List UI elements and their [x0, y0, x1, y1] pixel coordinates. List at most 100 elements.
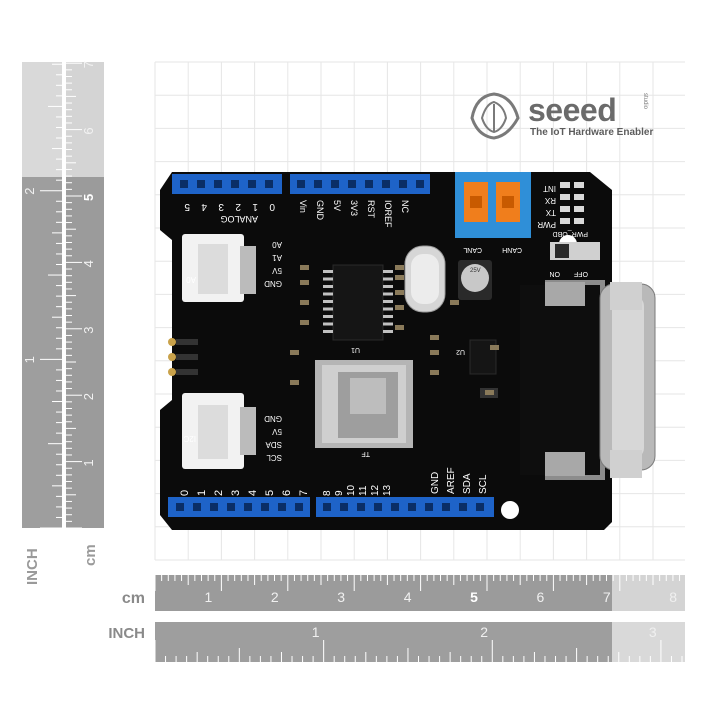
power-pin-label: IOREF [383, 200, 393, 228]
bottom-cm-tick-label: 1 [205, 589, 213, 605]
smd-components [290, 265, 499, 395]
chip-label-u2: U2 [456, 348, 465, 355]
digital-pin-label: 3 [230, 490, 242, 496]
power-pin-label: GND [315, 200, 325, 221]
bottom-cm-tick-label: 5 [470, 589, 478, 605]
bottom-cm-tick-label: 8 [669, 589, 677, 605]
side-pin-header [168, 338, 198, 376]
led-label: INT [543, 184, 556, 193]
grove-i2c-pin-label: 5V [272, 427, 282, 436]
brand-tagline: The IoT Hardware Enabler [530, 127, 654, 138]
digital-pin-label: AREF [446, 467, 457, 494]
led-label: RX [544, 196, 556, 205]
left-cm-tick-label: 6 [81, 127, 96, 134]
mount-hole [501, 501, 519, 519]
digital-pin-label: GND [430, 472, 441, 494]
switch-title: PWR_OBD [553, 230, 588, 237]
seeed-logo-icon [470, 92, 520, 140]
digital-header-high [316, 497, 494, 517]
bottom-inch-tick-label: 2 [480, 624, 488, 640]
analog-pin-label: 4 [201, 201, 207, 212]
left-inch-ruler [22, 62, 62, 529]
digital-pin-label: 2 [213, 490, 225, 496]
pwr-obd-switch [550, 242, 600, 260]
grove-a0-pin-label: GND [264, 279, 282, 288]
bottom-cm-tick-label: 7 [603, 589, 611, 605]
analog-pin-label: 3 [218, 201, 224, 212]
bottom-cm-unit-label: cm [122, 590, 145, 607]
can-controller-chip [323, 264, 393, 341]
grove-i2c-title: I2C [183, 434, 196, 443]
power-pin-label: RST [366, 200, 376, 219]
bottom-inch-ruler [154, 622, 685, 662]
tf-card-slot [315, 360, 413, 448]
brand-studio: studio [642, 93, 648, 110]
digital-pin-label: 5 [264, 490, 276, 496]
bottom-cm-tick-label: 3 [337, 589, 345, 605]
switch-state-label: OFF [574, 270, 588, 277]
bottom-cm-tick-label: 6 [537, 589, 545, 605]
power-pin-label: 5V [332, 200, 342, 211]
digital-pin-label: SDA [462, 473, 473, 494]
analog-pin-label: 1 [252, 201, 258, 212]
digital-pin-label: SCL [478, 474, 489, 494]
analog-pin-label: 0 [269, 201, 275, 212]
left-cm-tick-label: 1 [81, 459, 96, 466]
grove-a0-pin-label: A0 [272, 240, 282, 249]
left-cm-tick-label: 5 [81, 194, 96, 201]
power-pin-label: NC [400, 200, 410, 213]
left-inch-unit-label: INCH [24, 548, 41, 585]
digital-pin-label: 7 [298, 490, 310, 496]
left-inch-tick-label: 1 [22, 356, 37, 363]
power-pin-label: 3V3 [349, 200, 359, 216]
grove-i2c-pin-label: SDA [265, 440, 282, 449]
digital-pin-label: 9 [334, 490, 345, 496]
terminal-label: CANH [502, 246, 522, 253]
can-bus-shield-board: 2 5V [160, 172, 656, 530]
digital-header-low [168, 497, 310, 517]
left-cm-tick-label: 3 [81, 327, 96, 334]
crystal-oscillator [404, 245, 446, 313]
digital-pin-label: 13 [382, 484, 393, 496]
bottom-cm-tick-label: 4 [404, 589, 412, 605]
left-cm-tick-label: 2 [81, 393, 96, 400]
left-cm-ruler [66, 62, 104, 529]
grove-a0-pin-label: 5V [272, 266, 282, 275]
digital-pin-label: 4 [247, 490, 259, 496]
capacitor-label: 25V [470, 268, 481, 274]
analog-pin-label: 5 [184, 201, 190, 212]
bottom-cm-ruler [154, 575, 685, 611]
brand-name: seeed [528, 92, 617, 128]
led-label: PWR [537, 220, 556, 229]
digital-pin-label: 8 [322, 490, 333, 496]
terminal-label: CANL [463, 246, 482, 253]
digital-pin-label: 10 [346, 484, 357, 496]
can-terminal-block [455, 172, 531, 238]
power-header [290, 174, 430, 194]
grove-i2c-pin-label: SCL [266, 453, 282, 462]
analog-header-title: ANALOG [220, 214, 258, 224]
grove-connector-a0 [182, 234, 256, 302]
status-leds [560, 182, 584, 224]
left-inch-tick-label: 2 [22, 188, 37, 195]
digital-pin-label: 0 [179, 490, 191, 496]
digital-pin-label: 1 [196, 490, 208, 496]
grove-i2c-pin-label: GND [264, 414, 282, 423]
chip-label-u1: U1 [351, 346, 360, 353]
analog-header [172, 174, 282, 194]
tf-slot-label: TF [361, 450, 370, 457]
switch-state-label: ON [550, 270, 561, 277]
power-pin-label: Vin [298, 200, 308, 213]
bottom-inch-unit-label: INCH [108, 625, 145, 642]
digital-pin-label: 12 [370, 484, 381, 496]
left-cm-tick-label: 7 [81, 61, 96, 68]
grove-a0-pin-label: A1 [272, 253, 282, 262]
db9-obd-connector [520, 280, 656, 480]
electrolytic-capacitor: 25V [458, 260, 492, 300]
bottom-cm-tick-label: 2 [271, 589, 279, 605]
left-cm-unit-label: cm [82, 544, 99, 566]
analog-pin-label: 2 [235, 201, 241, 212]
digital-pin-label: 6 [281, 490, 293, 496]
bottom-inch-tick-label: 1 [312, 624, 320, 640]
